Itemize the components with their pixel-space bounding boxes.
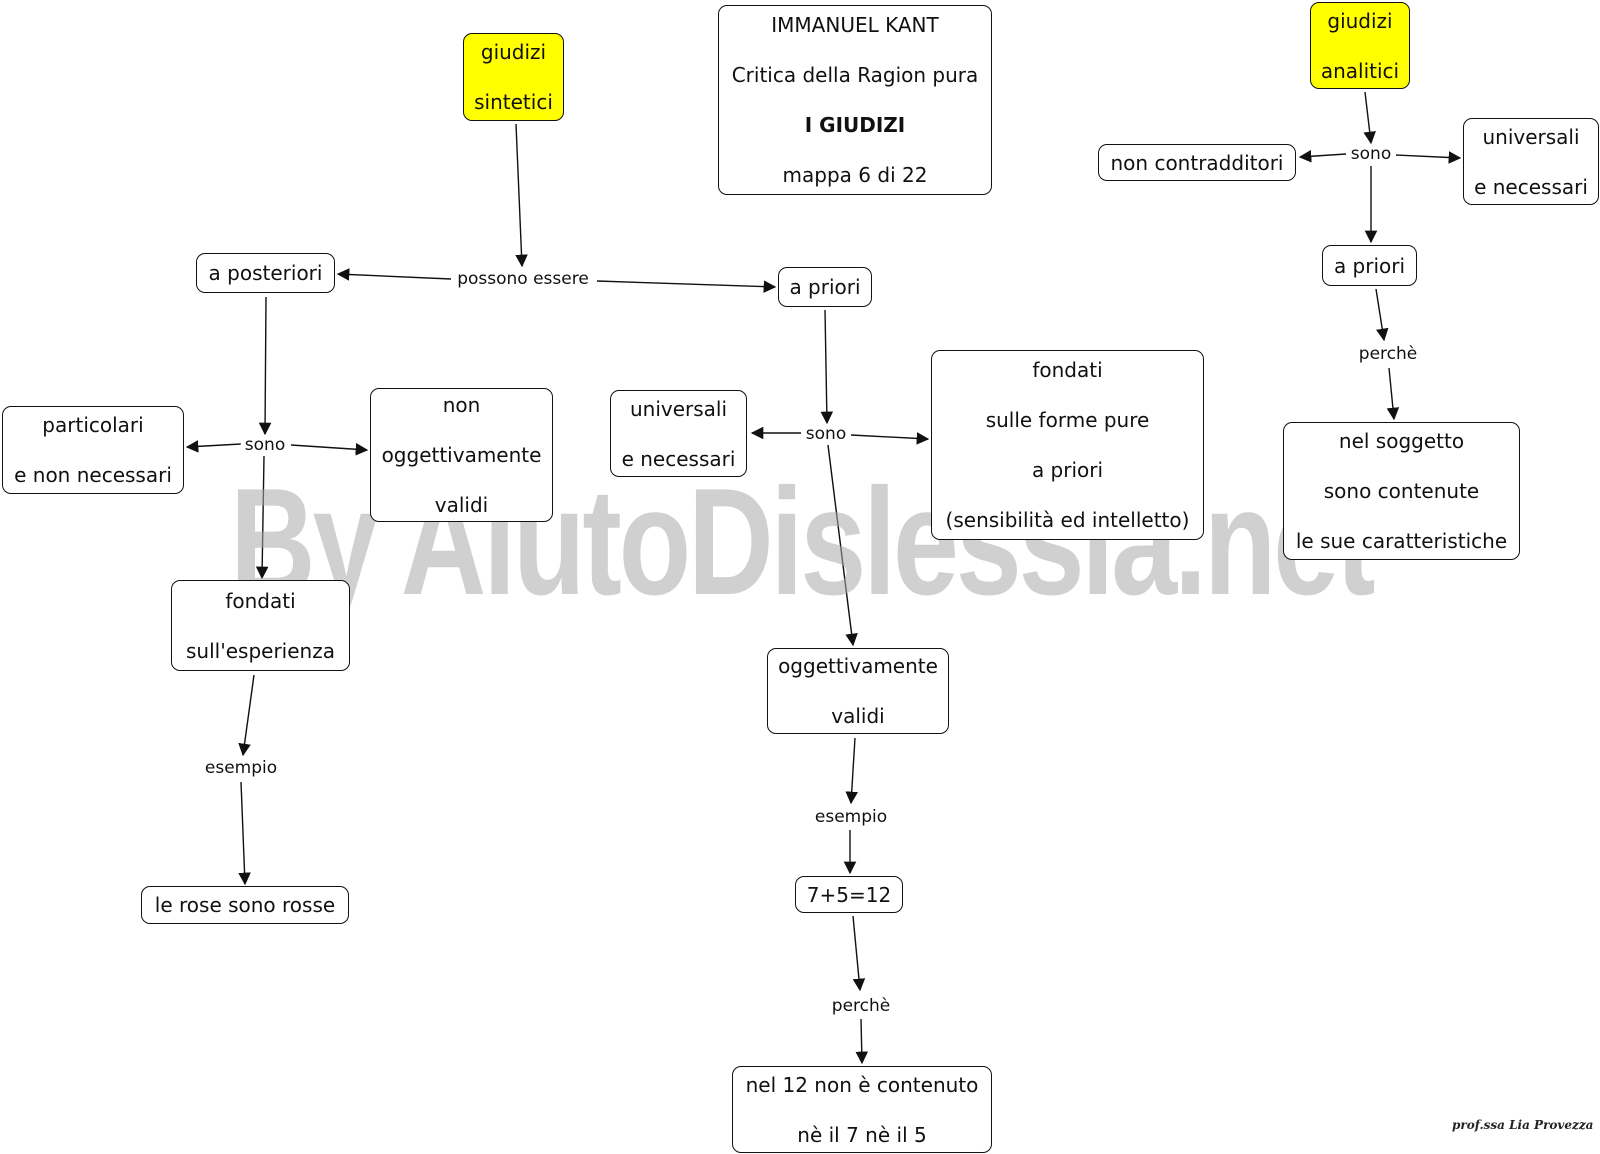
edge-apriori-perche [1375, 288, 1389, 342]
node-nel-12: nel 12 non è contenuto nè il 7 nè il 5 [732, 1066, 992, 1153]
edge-posteriori-sono [258, 296, 272, 436]
edge-sono-universali-an [1395, 151, 1462, 164]
title-map-number: mappa 6 di 22 [782, 163, 928, 187]
edge-sono-forme [850, 432, 930, 445]
node-giudizi-analitici: giudizi analitici [1310, 2, 1410, 89]
node-giudizi-sintetici: giudizi sintetici [463, 33, 564, 121]
edge-perche-nel12 [855, 1018, 869, 1065]
link-perche-analitici: perchè [1354, 343, 1422, 365]
edge-perche-soggetto [1386, 367, 1400, 421]
edge-somma-perche [852, 915, 866, 992]
edge-possono-priori [596, 280, 777, 293]
edge-sono-esperienza [255, 455, 269, 580]
node-7-piu-5: 7+5=12 [795, 876, 903, 913]
author-signature: prof.ssa Lia Provezza [1452, 1118, 1594, 1132]
edge-priori-sono [820, 309, 834, 425]
link-sono-priori: sono [801, 423, 851, 445]
edge-sintetici-possono [515, 123, 528, 268]
edge-analitici-sono [1363, 91, 1376, 145]
node-particolari: particolari e non necessari [2, 406, 184, 494]
edge-esperienza-esempio [238, 674, 255, 757]
node-non-oggettivamente-validi: non oggettivamente validi [370, 388, 553, 522]
edge-possono-posteriori [336, 268, 452, 281]
node-nel-soggetto: nel soggetto sono contenute le sue carat… [1283, 422, 1520, 560]
link-sono-analitici: sono [1346, 143, 1396, 165]
node-universali-necessari-analitici: universali e necessari [1463, 118, 1599, 205]
node-universali-necessari-sintetici: universali e necessari [610, 390, 747, 477]
edge-sono-particolari [185, 440, 242, 453]
edge-sono-nonogg [290, 442, 369, 456]
node-non-contradditori: non contradditori [1098, 144, 1296, 181]
node-le-rose: le rose sono rosse [141, 886, 349, 924]
link-esempio-priori: esempio [810, 806, 892, 828]
edge-esempio-rose [238, 781, 251, 886]
title-topic: I GIUDIZI [804, 113, 906, 137]
title-box: IMMANUEL KANT Critica della Ragion pura … [718, 5, 992, 195]
edge-sono-contradditori [1298, 149, 1347, 163]
node-oggettivamente-validi: oggettivamente validi [767, 648, 949, 734]
edge-oggettivamente-esempio [845, 737, 858, 805]
link-possono-essere: possono essere [453, 268, 593, 290]
node-fondati-esperienza: fondati sull'esperienza [171, 580, 350, 671]
node-a-priori-sintetici: a priori [778, 267, 872, 307]
edge-sono-oggettivamente [827, 444, 858, 647]
node-a-posteriori: a posteriori [196, 253, 335, 293]
node-a-priori-analitici: a priori [1322, 245, 1417, 286]
node-fondati-forme-pure: fondati sulle forme pure a priori (sensi… [931, 350, 1204, 540]
link-sono-posteriori: sono [240, 434, 290, 456]
link-esempio-posteriori: esempio [200, 757, 282, 779]
title-work: Critica della Ragion pura [731, 63, 979, 87]
link-perche-priori: perchè [827, 995, 895, 1017]
title-author: IMMANUEL KANT [771, 13, 939, 37]
